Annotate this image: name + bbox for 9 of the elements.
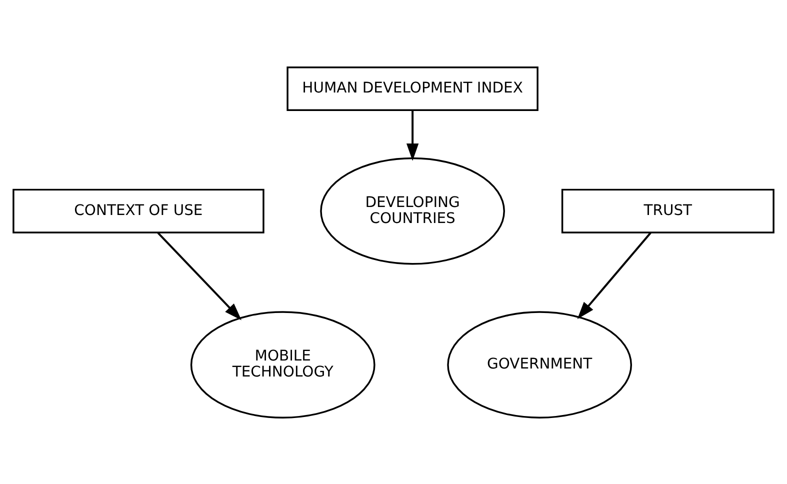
- node-ellipse: DEVELOPING COUNTRIES: [320, 156, 505, 264]
- arrow: [577, 232, 652, 319]
- node-box: HUMAN DEVELOPMENT INDEX: [286, 66, 538, 110]
- arrow: [157, 232, 242, 320]
- node-box: CONTEXT OF USE: [12, 188, 264, 233]
- node-ellipse: MOBILE TECHNOLOGY: [190, 310, 376, 418]
- node-box: TRUST: [561, 188, 774, 233]
- node-ellipse: GOVERNMENT: [447, 310, 632, 418]
- arrow: [406, 110, 419, 160]
